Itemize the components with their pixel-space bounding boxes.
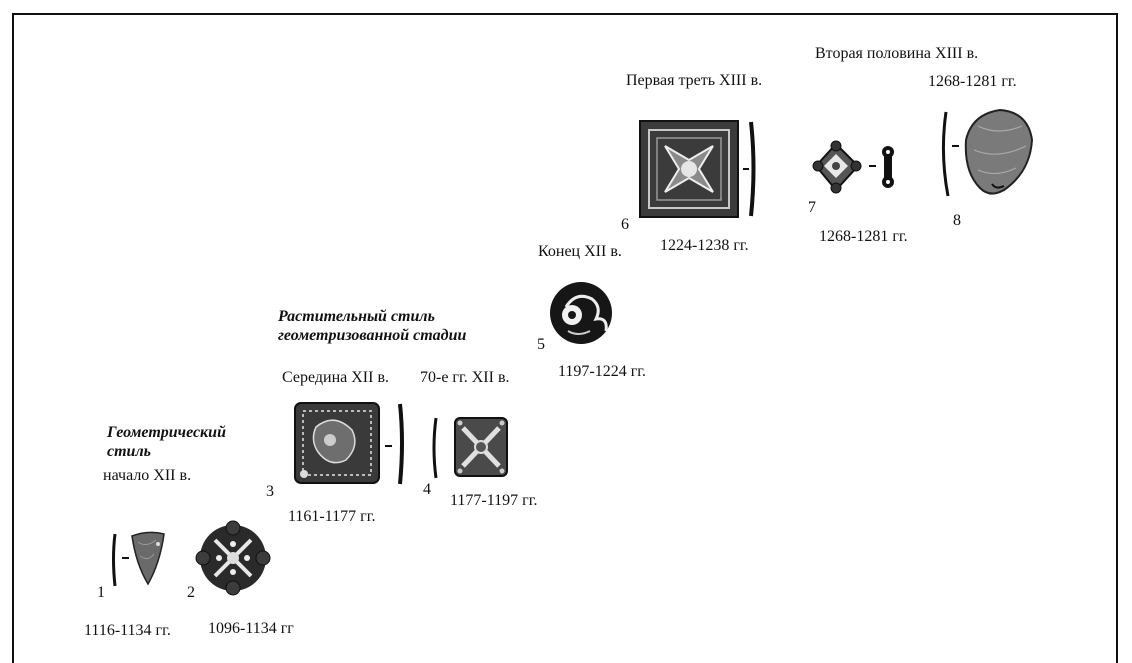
period-mid-12: Середина XII в. <box>282 369 389 387</box>
item-date-6: 1224-1238 гг. <box>660 237 749 255</box>
vegetal-title-line2: геометризованной стадии <box>278 326 466 345</box>
geometric-title-line2: стиль <box>107 442 226 461</box>
item-number-4: 4 <box>423 482 431 498</box>
period-end-12: Конец XII в. <box>538 243 622 261</box>
period-early-12: начало XII в. <box>103 467 191 485</box>
item-date-8: 1268-1281 гг. <box>928 73 1017 91</box>
vegetal-style-title: Растительный стиль геометризованной стад… <box>278 307 466 345</box>
artifact-5-drawing <box>546 277 616 349</box>
artifact-6-drawing <box>639 120 759 220</box>
artifact-4-drawing <box>430 414 510 482</box>
period-first-third-13: Первая треть XIII в. <box>626 72 762 90</box>
item-date-1: 1116-1134 гг. <box>84 622 171 640</box>
vegetal-title-line1: Растительный стиль <box>278 307 466 326</box>
item-number-2: 2 <box>187 585 195 601</box>
item-number-6: 6 <box>621 217 629 233</box>
artifact-2-drawing <box>195 522 271 594</box>
artifact-1-drawing <box>110 528 170 594</box>
item-number-7: 7 <box>808 200 816 216</box>
period-70s-12: 70-е гг. XII в. <box>420 369 510 387</box>
period-second-half-13: Вторая половина XIII в. <box>815 45 978 63</box>
artifact-3-drawing <box>294 402 410 486</box>
item-date-5: 1197-1224 гг. <box>558 363 646 381</box>
item-date-3: 1161-1177 гг. <box>288 508 375 526</box>
item-date-2: 1096-1134 гг <box>208 620 294 638</box>
item-number-1: 1 <box>97 585 105 601</box>
item-number-5: 5 <box>537 337 545 353</box>
item-number-8: 8 <box>953 213 961 229</box>
item-date-7: 1268-1281 гг. <box>819 228 908 246</box>
artifact-8-drawing <box>938 106 1038 200</box>
item-number-3: 3 <box>266 484 274 500</box>
item-date-4: 1177-1197 гг. <box>450 492 537 510</box>
geometric-style-title: Геометрический стиль <box>107 423 226 461</box>
geometric-title-line1: Геометрический <box>107 423 226 442</box>
artifact-7-drawing <box>814 140 900 196</box>
